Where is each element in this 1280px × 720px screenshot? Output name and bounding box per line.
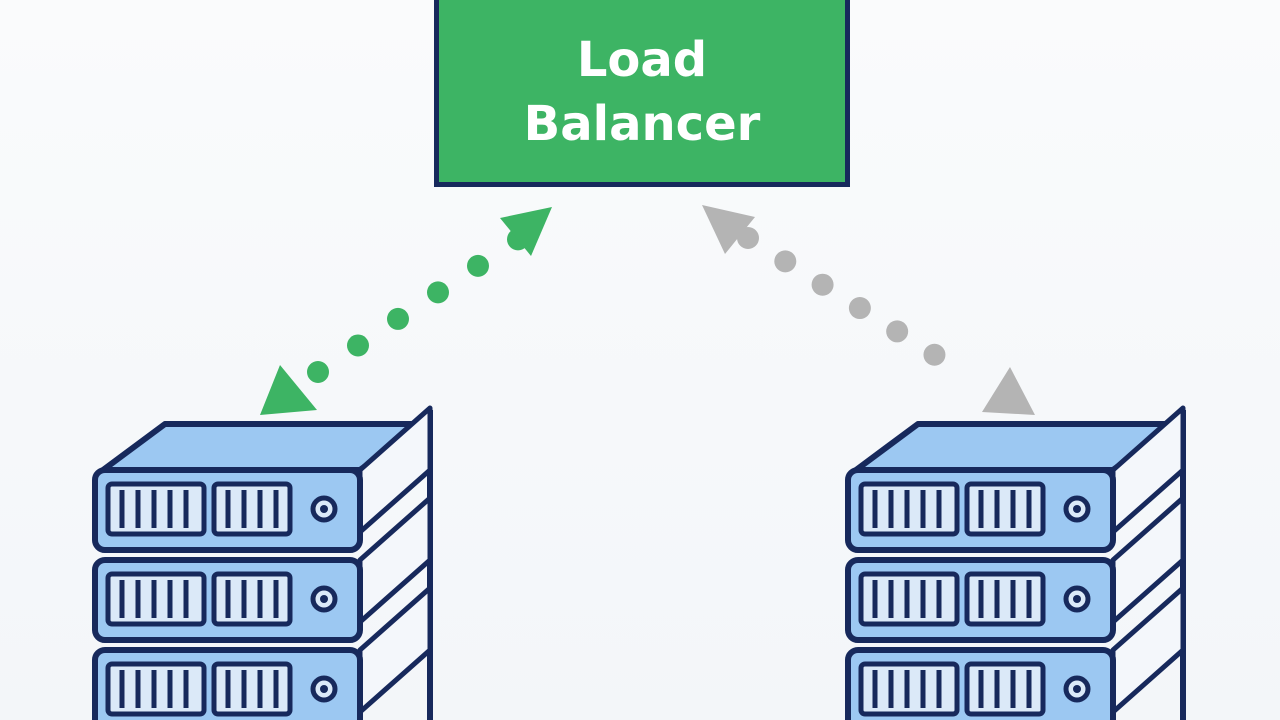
inactive-connection <box>702 205 1035 415</box>
load-balancer-box: Load Balancer <box>434 0 850 187</box>
inactive-arrowhead-top <box>702 205 755 254</box>
active-connection <box>260 207 552 415</box>
right-server-stack <box>848 408 1186 720</box>
load-balancer-label: Load Balancer <box>523 31 761 152</box>
inactive-arrowhead-bottom <box>982 367 1035 415</box>
active-arrowhead-bottom <box>260 365 317 415</box>
left-server-stack <box>95 408 433 720</box>
active-arrowhead-top <box>500 207 552 256</box>
active-connection-line <box>307 227 531 383</box>
inactive-connection-line <box>737 227 973 383</box>
